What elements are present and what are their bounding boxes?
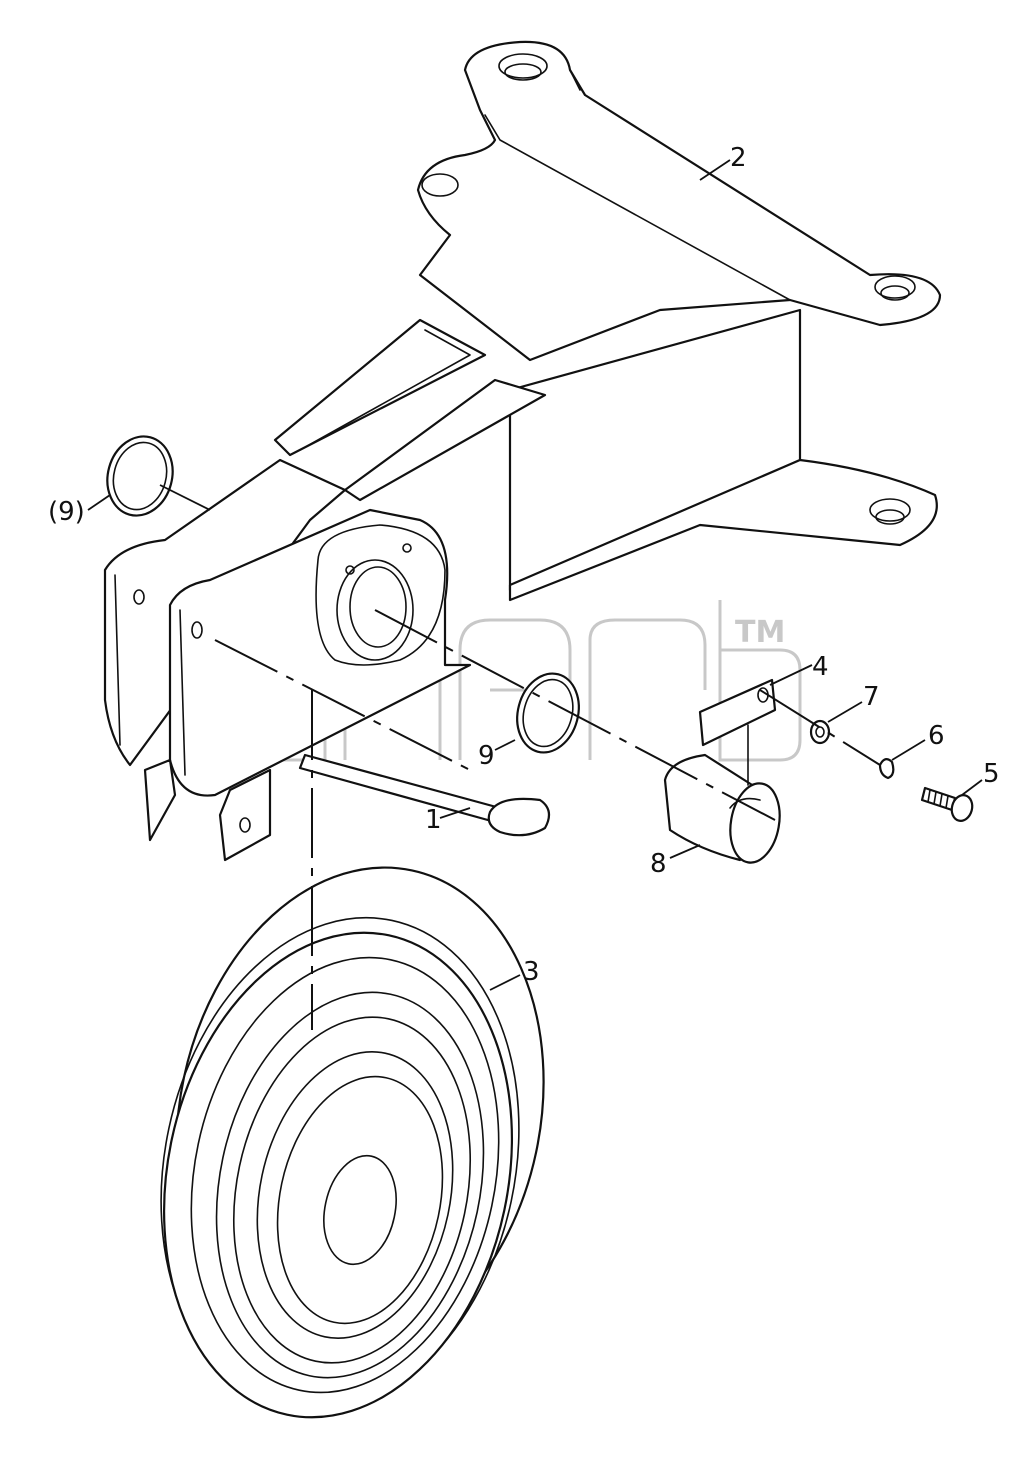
pin-1 xyxy=(298,753,551,837)
callout-7: 7 xyxy=(863,682,880,712)
callout-9-ref: (9) xyxy=(48,497,85,527)
callout-8: 8 xyxy=(650,849,667,879)
bracket-frame xyxy=(103,40,942,862)
callout-9: 9 xyxy=(478,741,495,771)
spring-washer-6 xyxy=(878,758,895,780)
callout-1: 1 xyxy=(425,805,442,835)
callout-5: 5 xyxy=(983,759,1000,789)
callout-6: 6 xyxy=(928,721,945,751)
o-ring-9-ref xyxy=(106,435,174,517)
pulley-3 xyxy=(160,866,545,1419)
assembly-axis-lines xyxy=(214,609,881,1030)
callout-3: 3 xyxy=(523,957,540,987)
callout-4: 4 xyxy=(812,652,829,682)
o-ring-9 xyxy=(516,672,580,754)
callout-2: 2 xyxy=(730,143,747,173)
trademark-mark: TM xyxy=(735,615,785,650)
leader-lines xyxy=(87,159,983,991)
bolt-5 xyxy=(920,786,974,822)
